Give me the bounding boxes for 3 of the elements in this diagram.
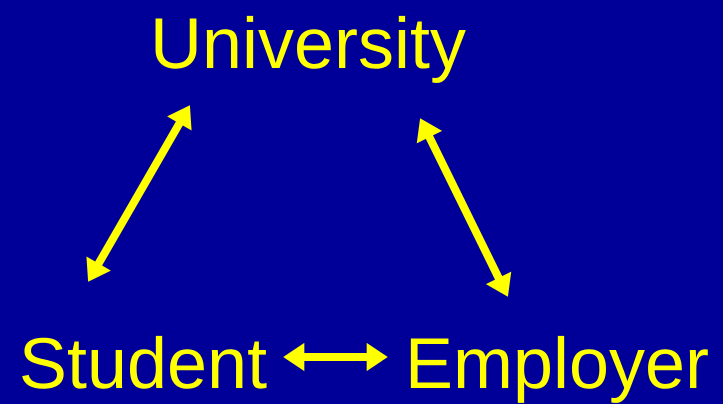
node-label: Student: [22, 336, 267, 389]
node-label: Employer: [410, 336, 708, 403]
node-label: University: [156, 16, 466, 83]
